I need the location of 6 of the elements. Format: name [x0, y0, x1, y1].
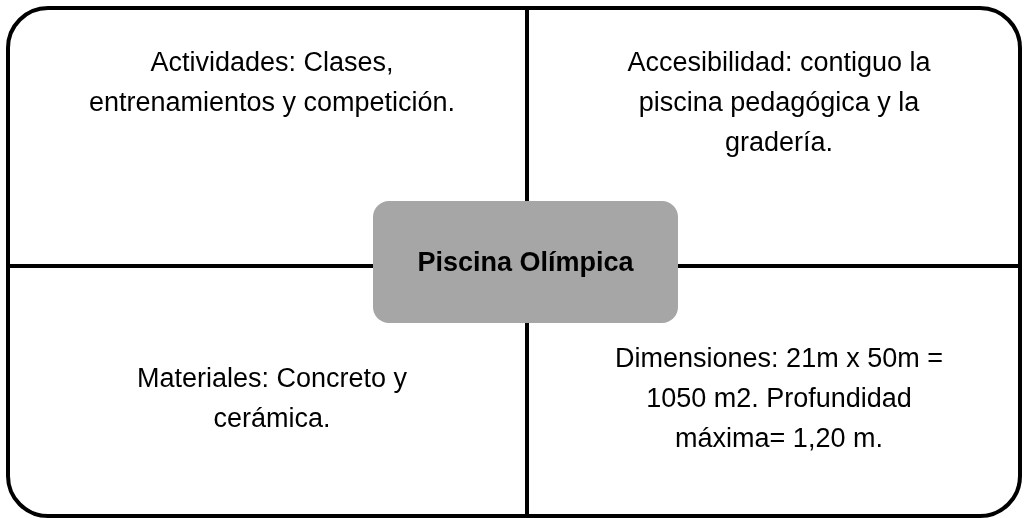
- quadrant-text: Dimensiones: 21m x 50m = 1050 m2. Profundidad máxima= 1,20 m.: [614, 342, 944, 455]
- center-box: Piscina Olímpica: [373, 201, 678, 323]
- quadrant-text: Accesibilidad: contiguo la piscina pedagógica y la gradería.: [626, 46, 932, 159]
- quadrant-text: Actividades: Clases, entrenamientos y competición.: [87, 46, 457, 119]
- rounded-frame: [6, 6, 1022, 518]
- quadrant-text: Materiales: Concreto y cerámica.: [135, 362, 409, 435]
